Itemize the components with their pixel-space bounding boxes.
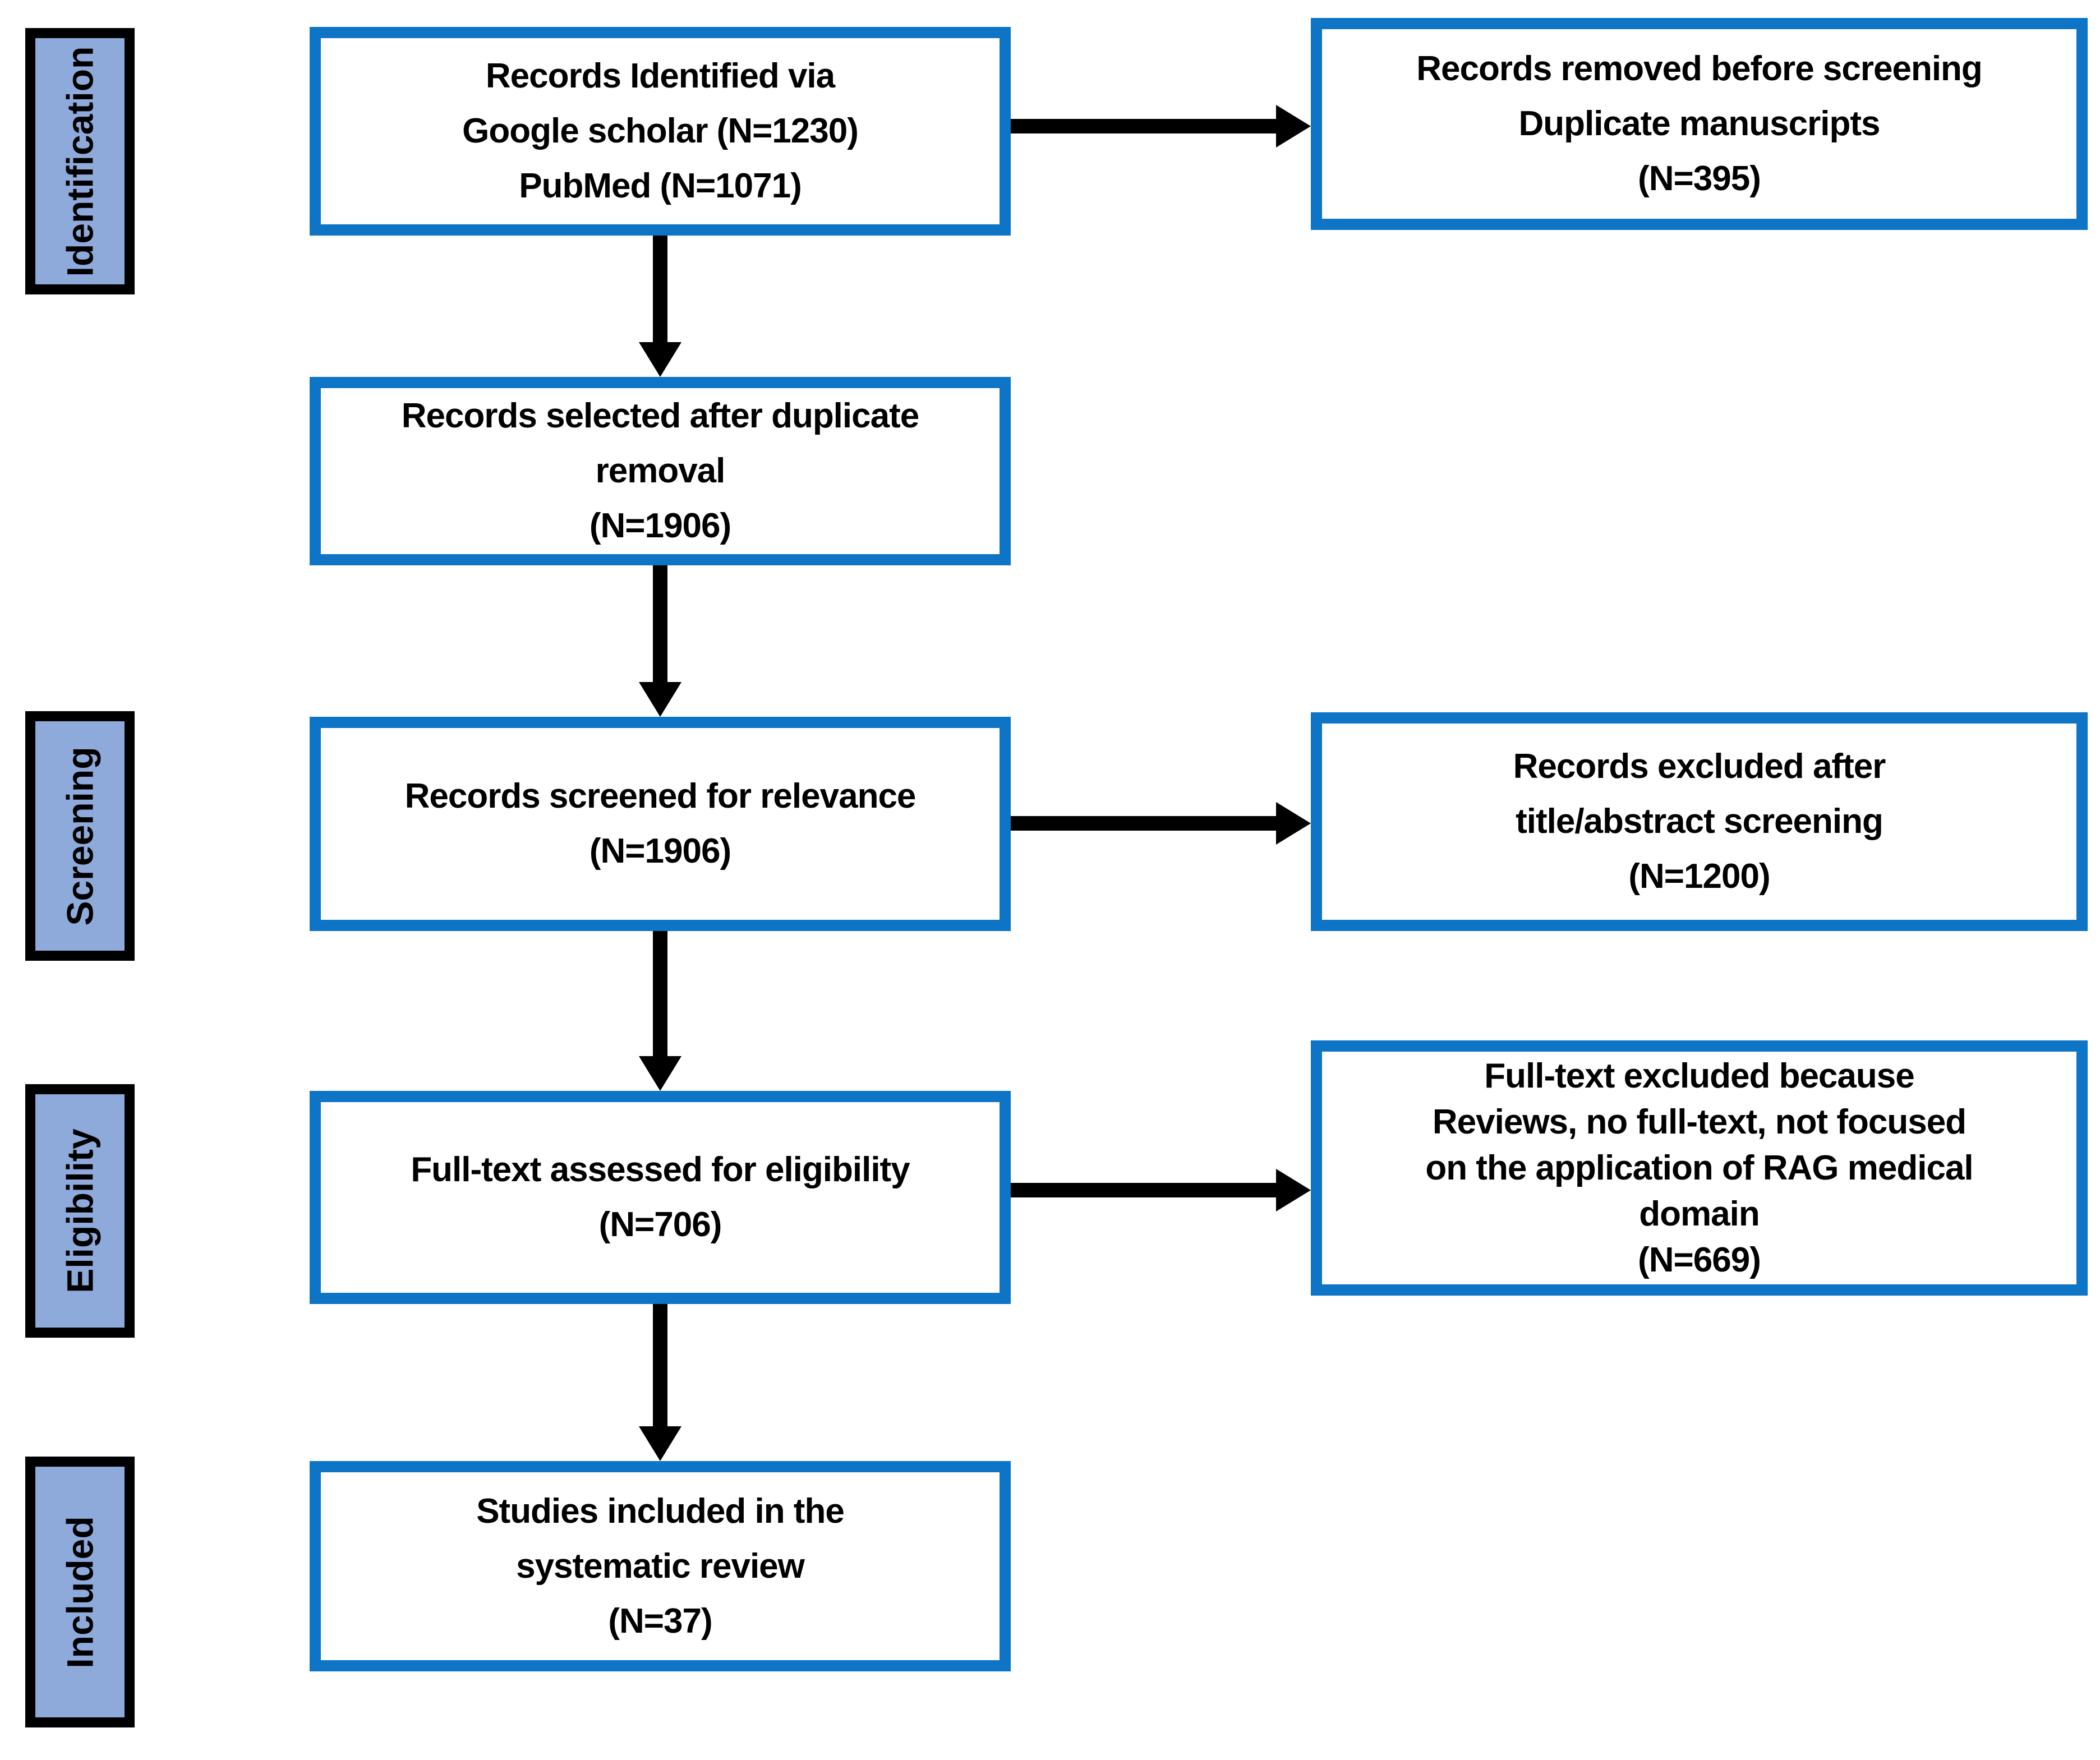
arrow-down-screened-to-fulltext xyxy=(639,931,681,1091)
stage-label-screening-text: Screening xyxy=(59,746,101,926)
stage-label-included-text: Included xyxy=(59,1515,101,1669)
stage-label-identification-text: Identification xyxy=(59,46,101,277)
arrow-shaft xyxy=(653,236,667,342)
arrow-shaft xyxy=(1011,816,1276,831)
stage-label-eligibility-text: Eligibility xyxy=(59,1128,101,1293)
arrow-shaft xyxy=(653,565,667,682)
arrow-head-down-icon xyxy=(639,342,681,377)
arrow-head-down-icon xyxy=(639,682,681,717)
stage-label-screening: Screening xyxy=(25,711,135,961)
arrow-right-identified-to-removed xyxy=(1011,105,1311,148)
arrow-head-right-icon xyxy=(1276,802,1311,845)
box-full-text-assessed: Full-text assessed for eligibility(N=706… xyxy=(310,1091,1011,1304)
arrow-head-down-icon xyxy=(639,1426,681,1461)
arrow-head-down-icon xyxy=(639,1056,681,1091)
stage-label-included: Included xyxy=(25,1457,135,1727)
arrow-head-right-icon xyxy=(1276,105,1311,148)
arrow-right-screened-to-excluded xyxy=(1011,802,1311,845)
arrow-down-fulltext-to-included xyxy=(639,1304,681,1461)
arrow-down-identified-to-selected xyxy=(639,236,681,377)
arrow-shaft xyxy=(1011,119,1276,133)
stage-label-identification: Identification xyxy=(25,28,135,294)
box-records-screened-for-relevance: Records screened for relevance(N=1906) xyxy=(310,717,1011,931)
arrow-head-right-icon xyxy=(1276,1169,1311,1211)
arrow-shaft xyxy=(1011,1183,1276,1197)
arrow-right-fulltext-to-excluded xyxy=(1011,1169,1311,1211)
arrow-down-selected-to-screened xyxy=(639,565,681,717)
arrow-shaft xyxy=(653,1304,667,1426)
stage-label-eligibility: Eligibility xyxy=(25,1084,135,1338)
arrow-shaft xyxy=(653,931,667,1056)
